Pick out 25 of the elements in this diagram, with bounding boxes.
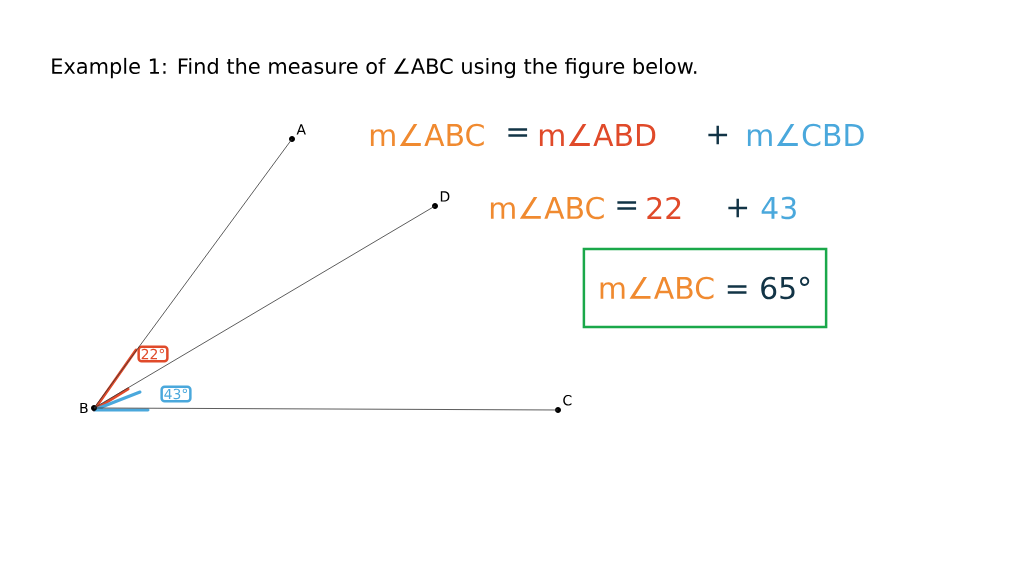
equation-term: 43 (761, 196, 796, 220)
labeled-point: C (555, 395, 572, 413)
equation-term: + (708, 125, 728, 145)
equation-term: = (617, 201, 637, 210)
labeled-point: B (80, 402, 97, 414)
equation-term: = (508, 128, 528, 137)
equation-term: + (728, 198, 748, 218)
title: Example 1: Find the measure of ∠ABC using the figure below. (52, 57, 697, 79)
boxed-angle-label: 22° (137, 345, 169, 363)
equation-term: m∠ABD (539, 124, 656, 146)
equation-term: m∠CBD (747, 123, 864, 147)
node-label: C (563, 394, 572, 406)
labeled-point: A (289, 124, 306, 142)
equation-term: m∠ABC (490, 196, 604, 220)
result-box: m∠ABC = 65° (582, 247, 828, 329)
node-label: B (80, 402, 88, 414)
ray-line (93, 138, 293, 409)
boxed-angle-label: 43° (160, 385, 192, 403)
node-label: D (440, 191, 450, 202)
equation-term: m∠ABC (370, 123, 484, 147)
ray-line (93, 407, 559, 411)
node-label: A (296, 124, 306, 135)
equation-term: 22 (647, 196, 681, 220)
labeled-point: D (432, 191, 450, 209)
ray-line (93, 205, 436, 409)
